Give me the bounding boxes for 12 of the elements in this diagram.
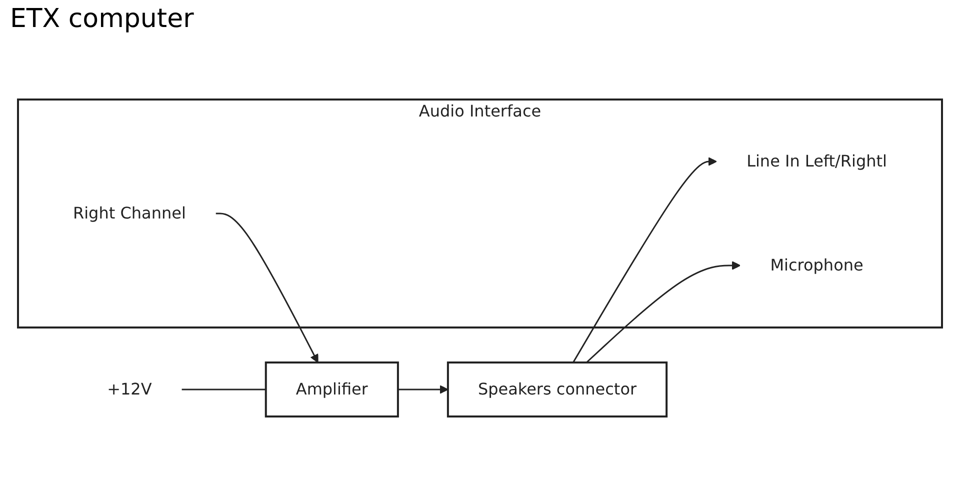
- node-text: Right Channel: [72, 204, 186, 223]
- node-text: Microphone: [770, 256, 864, 274]
- diagram-title: ETX computer: [10, 4, 194, 34]
- node-box: Amplifier: [264, 362, 399, 418]
- arrow: [586, 261, 741, 364]
- node-box: Speakers connector: [446, 362, 668, 418]
- connector: [182, 388, 266, 390]
- node-text: +12V: [107, 379, 152, 398]
- node-text: Line In Left/Rightl: [746, 152, 888, 171]
- arrow: [572, 157, 717, 363]
- arrow: [398, 385, 448, 394]
- arrow: [216, 212, 318, 363]
